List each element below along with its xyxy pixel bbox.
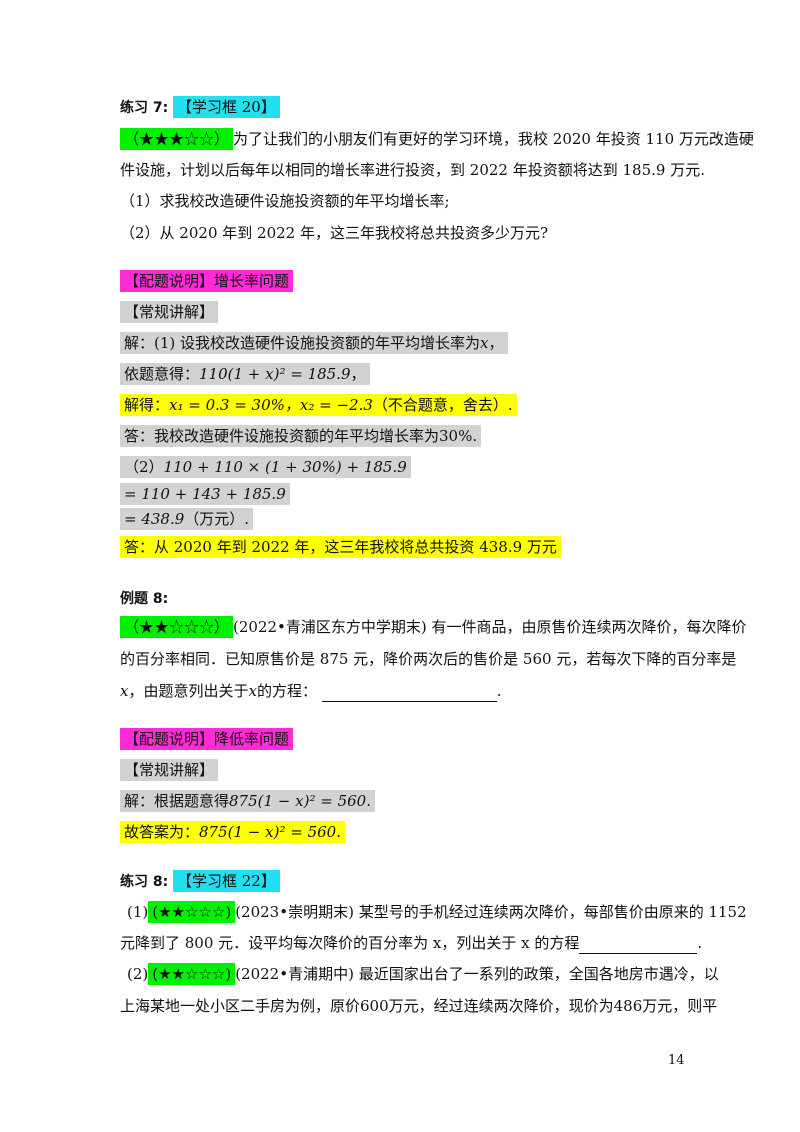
solution-line: 故答案为：875(1 − x)² = 560. (120, 821, 345, 843)
difficulty-stars: (★★☆☆☆) (148, 901, 236, 923)
value: 30% (439, 427, 473, 445)
solution-text: 答：我校改造硬件设施投资额的年平均增长率为 (124, 427, 440, 445)
problem-note: 【配题说明】降低率问题 (120, 728, 294, 750)
question-line: (1)(★★☆☆☆)(2023•崇明期末) 某型号的手机经过连续两次降价，每部售… (127, 901, 747, 923)
exercise-8-heading: 练习 8: 【学习框 22】 (120, 870, 280, 893)
equation: x₁ = 0.3 = 30%，x₂ = −2.3 (169, 396, 373, 414)
equation: 110 + 110 × (1 + 30%) + 185.9 (163, 458, 407, 476)
question-line: （1）求我校改造硬件设施投资额的年平均增长率; (120, 192, 450, 210)
punctuation: ， (350, 365, 366, 383)
explain-line: 【常规讲解】 (120, 301, 219, 323)
solution-line: 答：我校改造硬件设施投资额的年平均增长率为30%. (120, 425, 482, 447)
question-text: 元降到了 800 元．设平均每次降价的百分率为 x，列出关于 x 的方程 (120, 934, 580, 952)
answer-text: 故答案为： (124, 823, 200, 841)
note-line: 【配题说明】增长率问题 (120, 270, 294, 292)
explain-label: 【常规讲解】 (120, 759, 219, 781)
answer-blank (579, 937, 698, 954)
exercise-title: 练习 7: (120, 100, 169, 116)
question-text: (2022•青浦区东方中学期末) 有一件商品，由原售价连续两次降价，每次降价 (233, 618, 747, 636)
variable: x (120, 682, 129, 700)
answer-blank (321, 685, 497, 702)
question-line: 元降到了 800 元．设平均每次降价的百分率为 x，列出关于 x 的方程. (120, 932, 702, 954)
solution-line: 解：(1) 设我校改造硬件设施投资额的年平均增长率为x， (120, 332, 508, 354)
question-line: （★★☆☆☆）(2022•青浦区东方中学期末) 有一件商品，由原售价连续两次降价… (120, 616, 747, 638)
question-text: 为了让我们的小朋友们有更好的学习环境，我校 2020 年投资 110 万元改造硬 (233, 130, 754, 148)
question-line: 的百分率相同．已知原售价是 875 元，降价两次后的售价是 560 元，若每次下… (120, 650, 737, 668)
punctuation: ， (488, 334, 504, 352)
answer-text: 答：从 2020 年到 2022 年，这三年我校将总共投资 438.9 万元 (120, 536, 561, 558)
punctuation: . (366, 792, 371, 810)
question-line: 件设施，计划以后每年以相同的增长率进行投资，到 2022 年投资额将达到 185… (120, 161, 705, 179)
explain-line: 【常规讲解】 (120, 759, 219, 781)
question-line: 上海某地一处小区二手房为例，原价600万元，经过连续两次降价，现价为486万元，… (120, 997, 718, 1015)
explain-label: 【常规讲解】 (120, 301, 219, 323)
note-line: 【配题说明】降低率问题 (120, 728, 294, 750)
question-line: (2)(★★☆☆☆)(2022•青浦期中) 最近国家出台了一系列的政策，全国各地… (127, 963, 719, 985)
question-line: x，由题意列出关于x的方程： . (120, 680, 502, 702)
variable: x (480, 334, 489, 352)
question-line: （2）从 2020 年到 2022 年，这三年我校将总共投资多少万元? (120, 224, 549, 242)
solution-line: = 110 + 143 + 185.9 (120, 483, 290, 505)
solution-line: = 438.9（万元）. (120, 508, 254, 530)
solution-line: 答：从 2020 年到 2022 年，这三年我校将总共投资 438.9 万元 (120, 536, 561, 558)
solution-line: 依题意得：110(1 + x)² = 185.9， (120, 363, 370, 385)
difficulty-stars: (★★☆☆☆) (148, 963, 236, 985)
solution-text: （万元）. (184, 510, 250, 528)
problem-note: 【配题说明】增长率问题 (120, 270, 294, 292)
difficulty-stars: （★★☆☆☆） (120, 616, 234, 638)
punctuation: . (496, 682, 502, 700)
study-box-tag: 【学习框 20】 (173, 96, 280, 118)
punctuation: . (336, 823, 341, 841)
solution-line: 解得：x₁ = 0.3 = 30%，x₂ = −2.3（不合题意，舍去）. (120, 394, 517, 416)
question-line: （★★★☆☆）为了让我们的小朋友们有更好的学习环境，我校 2020 年投资 11… (120, 128, 754, 150)
solution-text: 解得： (124, 396, 170, 414)
example-8-heading: 例题 8: (120, 587, 168, 610)
equation: = 438.9 (124, 510, 185, 528)
question-text: (2022•青浦期中) 最近国家出台了一系列的政策，全国各地房市遇冷，以 (235, 965, 719, 983)
exercise-title: 练习 8: (120, 874, 169, 890)
equation: = 110 + 143 + 185.9 (120, 483, 290, 505)
page-number: 14 (668, 1053, 685, 1068)
item-number: (1) (127, 903, 149, 921)
question-text: ，由题意列出关于 (128, 682, 249, 700)
example-title: 例题 8: (120, 591, 169, 607)
solution-line: 解：根据题意得875(1 − x)² = 560. (120, 790, 375, 812)
question-text: (2023•崇明期末) 某型号的手机经过连续两次降价，每部售价由原来的 1152 (235, 903, 747, 921)
solution-text: （2） (124, 458, 164, 476)
punctuation: . (472, 427, 478, 445)
equation: 875(1 − x)² = 560 (199, 823, 337, 841)
exercise-7-heading: 练习 7: 【学习框 20】 (120, 96, 280, 119)
item-number: (2) (127, 965, 149, 983)
difficulty-stars: （★★★☆☆） (120, 128, 234, 150)
punctuation: . (697, 934, 703, 952)
question-text: 的方程： (256, 682, 317, 700)
solution-text: （不合题意，舍去）. (372, 396, 513, 414)
solution-text: 依题意得： (124, 365, 200, 383)
solution-line: （2）110 + 110 × (1 + 30%) + 185.9 (120, 456, 411, 478)
equation: 875(1 − x)² = 560 (229, 792, 367, 810)
solution-text: 解：(1) 设我校改造硬件设施投资额的年平均增长率为 (124, 334, 481, 352)
study-box-tag: 【学习框 22】 (173, 870, 280, 892)
solution-text: 解：根据题意得 (124, 792, 230, 810)
equation: 110(1 + x)² = 185.9 (199, 365, 351, 383)
variable: x (248, 682, 257, 700)
